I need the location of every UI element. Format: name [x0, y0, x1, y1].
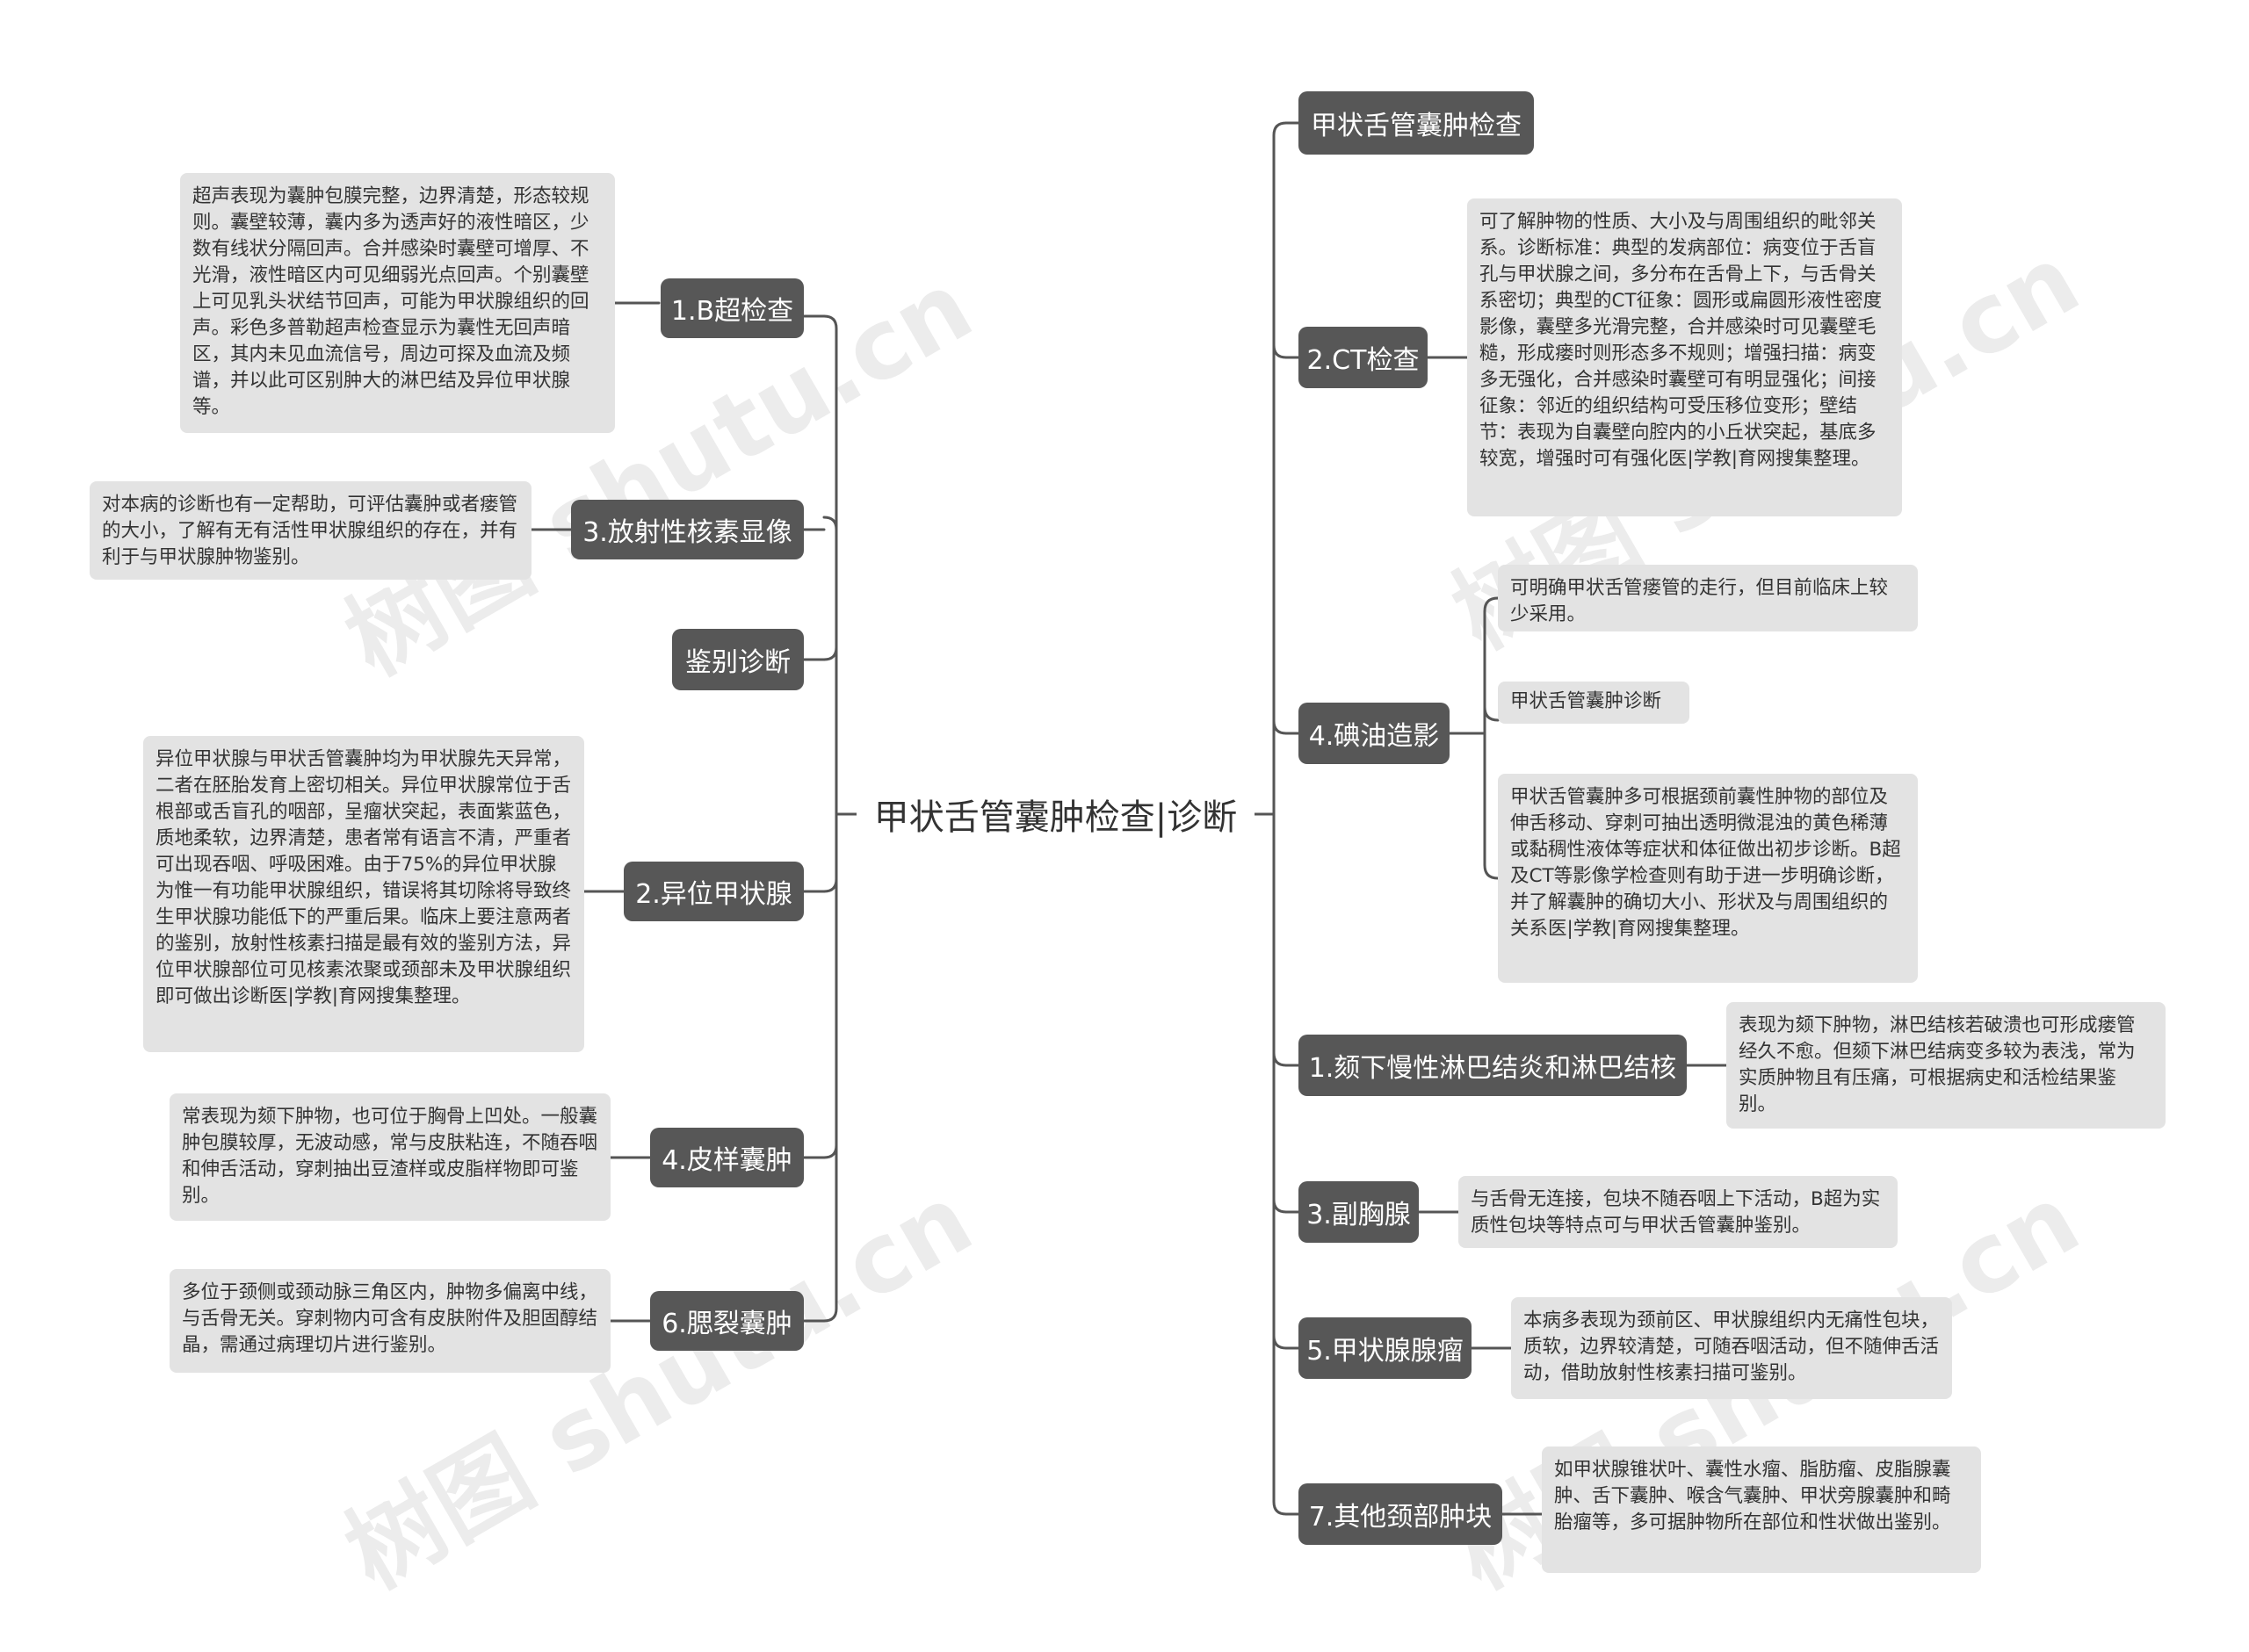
note-radionuclide: 对本病的诊断也有一定帮助，可评估囊肿或者瘘管的大小，了解有无有活性甲状腺组织的存… — [90, 481, 532, 580]
branch-ectopic-thyroid[interactable]: 2.异位甲状腺 — [624, 862, 804, 921]
right-spine — [1272, 121, 1288, 1516]
note-thyroid-adenoma: 本病多表现为颈前区、甲状腺组织内无痛性包块，质软，边界较清楚，可随吞咽活动，但不… — [1511, 1297, 1952, 1399]
note-branchial-cyst: 多位于颈侧或颈动脉三角区内，肿物多偏离中线，与舌骨无关。穿刺物内可含有皮肤附件及… — [170, 1269, 611, 1373]
branch-thyroid-adenoma[interactable]: 5.甲状腺腺瘤 — [1298, 1317, 1472, 1379]
branch-exam[interactable]: 甲状舌管囊肿检查 — [1298, 91, 1534, 155]
note-ct: 可了解肿物的性质、大小及与周围组织的毗邻关系。诊断标准：典型的发病部位：病变位于… — [1467, 198, 1902, 516]
note-dermoid-cyst: 常表现为颏下肿物，也可位于胸骨上凹处。一般囊肿包膜较厚，无波动感，常与皮肤粘连，… — [170, 1093, 611, 1221]
branch-lymph[interactable]: 1.颏下慢性淋巴结炎和淋巴结核 — [1298, 1035, 1687, 1096]
note-lymph: 表现为颏下肿物，淋巴结核若破溃也可形成瘘管经久不愈。但颏下淋巴结病变多较为表浅，… — [1726, 1002, 2166, 1129]
branch-radionuclide[interactable]: 3.放射性核素显像 — [571, 500, 804, 559]
branch-differential[interactable]: 鉴别诊断 — [672, 629, 804, 690]
note-b-ultrasound: 超声表现为囊肿包膜完整，边界清楚，形态较规则。囊壁较薄，囊内多为透声好的液性暗区… — [180, 173, 615, 433]
root-topic[interactable]: 甲状舌管囊肿检查|诊断 — [857, 788, 1255, 840]
branch-branchial-cyst[interactable]: 6.腮裂囊肿 — [650, 1291, 804, 1351]
branch-ct[interactable]: 2.CT检查 — [1298, 327, 1428, 388]
note-accessory-thymus: 与舌骨无连接，包块不随吞咽上下活动，B超为实质性包块等特点可与甲状舌管囊肿鉴别。 — [1458, 1176, 1898, 1248]
note-lipiodol-1: 可明确甲状舌管瘘管的走行，但目前临床上较少采用。 — [1498, 565, 1918, 631]
note-lipiodol-3: 甲状舌管囊肿多可根据颈前囊性肿物的部位及伸舌移动、穿刺可抽出透明微混浊的黄色稀薄… — [1498, 774, 1918, 983]
branch-lipiodol[interactable]: 4.碘油造影 — [1298, 703, 1450, 764]
left-spine — [822, 314, 838, 1323]
branch-other-masses[interactable]: 7.其他颈部肿块 — [1298, 1483, 1502, 1545]
note-lipiodol-2: 甲状舌管囊肿诊断 — [1498, 682, 1689, 724]
note-ectopic-thyroid: 异位甲状腺与甲状舌管囊肿均为甲状腺先天异常，二者在胚胎发育上密切相关。异位甲状腺… — [143, 736, 584, 1052]
note-other-masses: 如甲状腺锥状叶、囊性水瘤、脂肪瘤、皮脂腺囊肿、舌下囊肿、喉含气囊肿、甲状旁腺囊肿… — [1542, 1446, 1981, 1573]
branch-accessory-thymus[interactable]: 3.副胸腺 — [1298, 1181, 1419, 1243]
branch-b-ultrasound[interactable]: 1.B超检查 — [661, 278, 804, 338]
branch-dermoid-cyst[interactable]: 4.皮样囊肿 — [650, 1128, 804, 1187]
lipiodol-bracket — [1483, 596, 1500, 880]
